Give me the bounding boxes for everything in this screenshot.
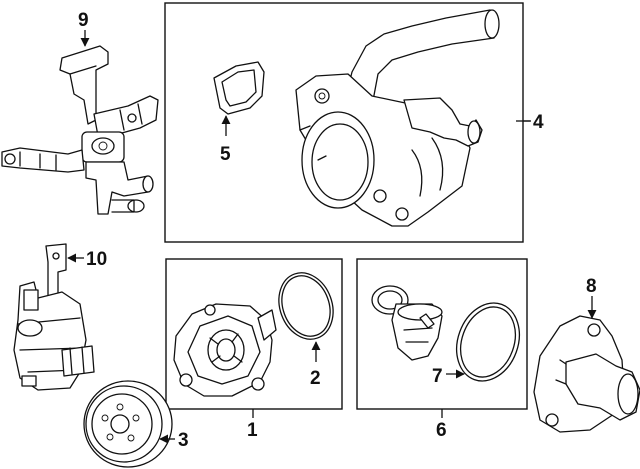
callout-2: 2 <box>310 368 321 389</box>
thermostat-housing-group-box <box>164 2 524 243</box>
pulley-drawing <box>83 380 175 468</box>
water-pump-group-box <box>165 258 343 410</box>
callout-4: 4 <box>533 112 544 133</box>
callout-5: 5 <box>220 144 231 165</box>
callout-3: 3 <box>178 430 189 451</box>
callout-7: 7 <box>432 366 443 387</box>
callout-9: 9 <box>78 10 89 31</box>
callout-8: 8 <box>586 276 597 297</box>
callout-6: 6 <box>436 420 447 441</box>
gasket-drawing <box>213 61 265 136</box>
valve-bracket-assembly-drawing <box>1 30 159 215</box>
thermostat-drawing <box>371 285 443 361</box>
o-ring-drawing <box>278 272 334 362</box>
sensor-actuator-drawing <box>13 243 95 391</box>
seal-ring-drawing <box>446 302 520 382</box>
water-pump-drawing <box>173 303 277 397</box>
callout-10: 10 <box>86 249 107 270</box>
callout-1: 1 <box>247 420 258 441</box>
water-outlet-drawing <box>533 296 640 433</box>
thermostat-housing-drawing <box>295 9 531 227</box>
